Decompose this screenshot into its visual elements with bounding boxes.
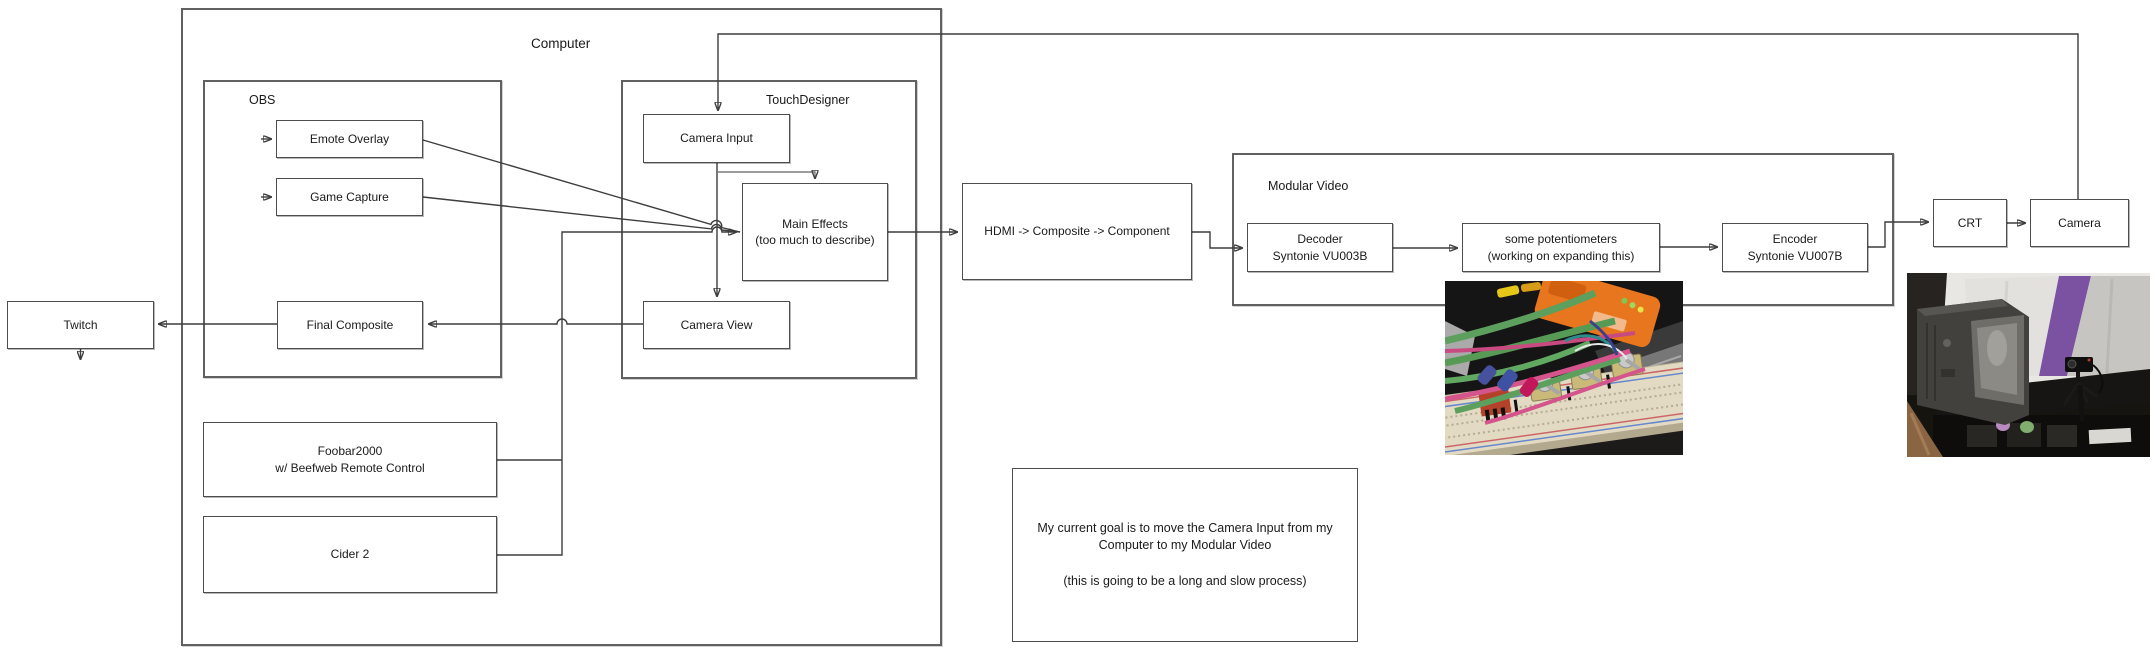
node-emote-overlay: Emote Overlay [276,120,423,158]
node-hdmi-converter: HDMI -> Composite -> Component [962,183,1192,280]
node-cider2-label: Cider 2 [330,547,370,562]
node-crt-label: CRT [1957,215,1983,230]
node-potentiometers-sublabel: (working on expanding this) [1487,248,1635,263]
note-box: My current goal is to move the Camera In… [1012,468,1358,642]
node-game-capture: Game Capture [276,178,423,216]
node-final-composite-label: Final Composite [306,317,394,332]
photo-breadboard [1445,281,1683,455]
node-twitch: Twitch [7,301,154,349]
node-decoder: Decoder Syntonie VU003B [1247,223,1393,272]
note-line1: My current goal is to move the Camera In… [1037,520,1333,553]
node-emote-overlay-label: Emote Overlay [309,131,390,146]
node-camera: Camera [2030,199,2129,247]
node-main-effects: Main Effects (too much to describe) [742,183,888,281]
node-encoder-sublabel: Syntonie VU007B [1747,248,1843,263]
node-potentiometers: some potentiometers (working on expandin… [1462,223,1660,272]
node-decoder-label: Decoder [1297,232,1343,247]
node-potentiometers-label: some potentiometers [1504,232,1618,247]
group-computer-label: Computer [531,36,591,51]
node-main-effects-sublabel: (too much to describe) [755,233,875,247]
node-foobar2000-label: Foobar2000 [317,444,383,459]
photo-breadboard-image [1445,281,1683,455]
node-final-composite: Final Composite [277,301,423,349]
group-touchdesigner-label: TouchDesigner [766,93,850,107]
photo-crt-setup [1907,273,2150,457]
photo-crt-setup-image [1907,273,2150,457]
node-camera-input-label: Camera Input [680,131,753,146]
group-computer: Computer [181,8,942,646]
group-obs-label: OBS [249,93,276,107]
node-camera-input: Camera Input [643,114,790,163]
node-game-capture-label: Game Capture [310,189,389,204]
node-hdmi-converter-label: HDMI -> Composite -> Component [984,224,1170,239]
node-encoder-label: Encoder [1772,232,1818,247]
node-foobar2000-sublabel: w/ Beefweb Remote Control [275,460,425,475]
group-modular-video-label: Modular Video [1268,179,1349,193]
note-line2: (this is going to be a long and slow pro… [1063,573,1307,588]
node-camera-view: Camera View [643,301,790,349]
node-twitch-label: Twitch [63,317,98,332]
node-main-effects-label: Main Effects [782,216,848,231]
node-encoder: Encoder Syntonie VU007B [1722,223,1868,272]
node-camera-view-label: Camera View [680,317,753,332]
node-decoder-sublabel: Syntonie VU003B [1272,248,1368,263]
node-foobar2000: Foobar2000 w/ Beefweb Remote Control [203,422,497,497]
node-camera-label: Camera [2058,215,2101,230]
node-cider2: Cider 2 [203,516,497,593]
node-crt: CRT [1933,199,2007,247]
